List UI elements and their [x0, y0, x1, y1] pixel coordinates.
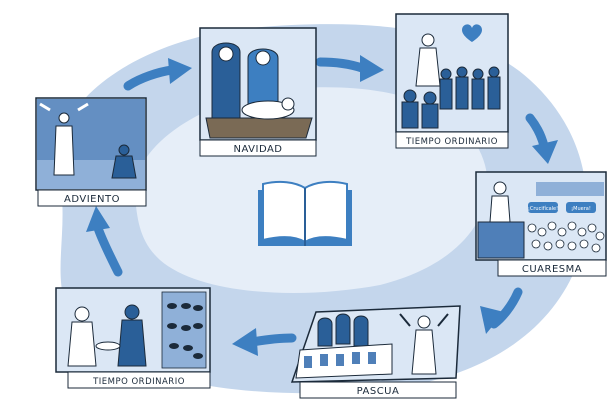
nativity-scene	[205, 42, 313, 139]
open-book-icon	[258, 180, 352, 246]
season-label-tiempo-ordinario-1: TIEMPO ORDINARIO	[405, 137, 498, 147]
jesus-teaching-crowd-scene	[401, 24, 501, 129]
season-label-adviento: ADVIENTO	[64, 194, 120, 205]
heart-icon	[462, 24, 482, 42]
arrow-adviento-to-navidad	[123, 58, 192, 91]
last-supper-resurrection-scene	[295, 313, 449, 379]
angel-annunciation-scene	[37, 99, 145, 189]
arrow-tiempo-ordinario-to-cuaresma	[525, 113, 558, 164]
loaves-and-fishes-scene	[67, 291, 207, 369]
season-label-pascua: PASCUA	[357, 386, 400, 397]
season-label-navidad: NAVIDAD	[233, 144, 282, 155]
crucifixion-crowd-scene: ¡Crucifícale! ¡Muera!	[477, 181, 605, 259]
season-panel-tiempo-ordinario-2: TIEMPO ORDINARIO	[55, 287, 211, 389]
season-label-tiempo-ordinario-2: TIEMPO ORDINARIO	[92, 377, 185, 387]
season-panel-pascua: PASCUA	[290, 305, 461, 399]
arrow-cuaresma-to-pascua	[480, 287, 523, 334]
season-panel-tiempo-ordinario-1: TIEMPO ORDINARIO	[395, 13, 509, 149]
season-label-cuaresma: CUARESMA	[522, 264, 582, 275]
crowd-sign-1: ¡Crucifícale!	[528, 205, 558, 212]
crowd-sign-2: ¡Muera!	[571, 206, 591, 212]
season-panel-cuaresma: ¡Crucifícale! ¡Muera! CUARESMA	[475, 171, 607, 277]
arrow-pascua-to-tiempo-ordinario	[232, 328, 297, 356]
season-panel-navidad: NAVIDAD	[199, 27, 317, 157]
arrow-tiempo-ordinario-to-adviento	[86, 206, 123, 277]
season-panel-adviento: ADVIENTO	[35, 97, 147, 207]
arrow-navidad-to-tiempo-ordinario	[315, 55, 384, 82]
cycle-arrows	[86, 55, 558, 356]
